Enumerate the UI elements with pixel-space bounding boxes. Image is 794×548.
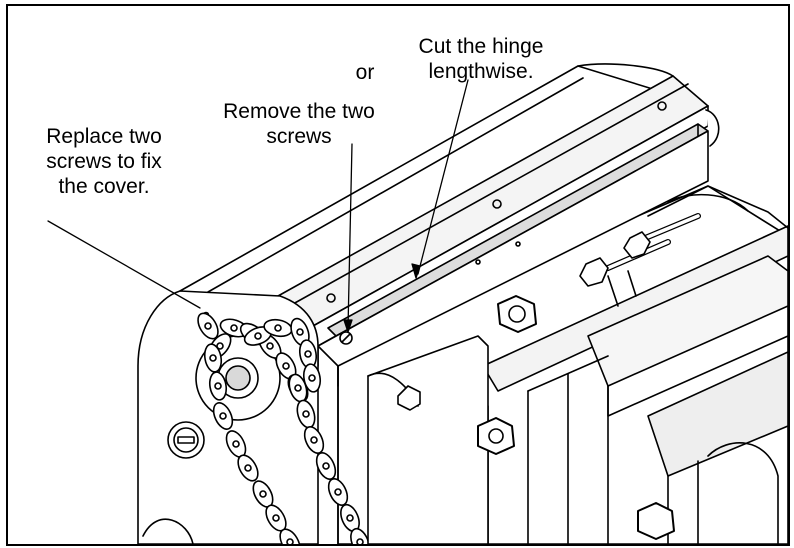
- chain-pin: [346, 514, 354, 522]
- leader-cut: [417, 79, 469, 275]
- leader-replace: [47, 220, 201, 309]
- chain-pin: [266, 342, 274, 350]
- chain-pin: [304, 350, 312, 358]
- main-nut: [497, 295, 537, 333]
- chain-pin: [230, 324, 238, 332]
- roller-chain: [197, 312, 370, 544]
- chain-pin: [254, 332, 262, 340]
- chain-pin: [310, 436, 318, 444]
- leader-lines: [47, 79, 469, 333]
- chain-pin: [282, 362, 290, 370]
- leader-remove: [347, 143, 353, 329]
- chain-pin: [259, 490, 267, 498]
- chain-pin: [219, 412, 227, 420]
- lower-bracket: [367, 335, 675, 544]
- chain-pin: [214, 382, 222, 390]
- chain-pin: [209, 354, 217, 362]
- chain-pin: [274, 324, 282, 332]
- chain-pin: [308, 374, 316, 382]
- chain-pin: [334, 488, 342, 496]
- chain-pin: [302, 410, 310, 418]
- chain-pin: [322, 462, 330, 470]
- chain-pin: [204, 322, 212, 330]
- chain-pin: [272, 514, 280, 522]
- chain-pin: [286, 538, 294, 544]
- callout-cut-hinge: Cut the hinge lengthwise.: [418, 35, 544, 83]
- callout-replace-screws: Replace two screws to fix the cover.: [46, 125, 162, 198]
- callout-or: or: [355, 61, 375, 84]
- chain-pin: [294, 384, 302, 392]
- chain-pin: [232, 440, 240, 448]
- rod-assembly: [579, 213, 701, 307]
- chain-pin: [216, 342, 224, 350]
- callout-remove-screws: Remove the two screws: [223, 100, 375, 148]
- chain-pin: [356, 538, 364, 544]
- chain-pin: [296, 328, 304, 336]
- top-cover: [179, 63, 720, 387]
- chain-pin: [244, 464, 252, 472]
- machine-drawing: [47, 63, 788, 544]
- diagram-frame: Replace two screws to fix the cover. or …: [6, 4, 790, 546]
